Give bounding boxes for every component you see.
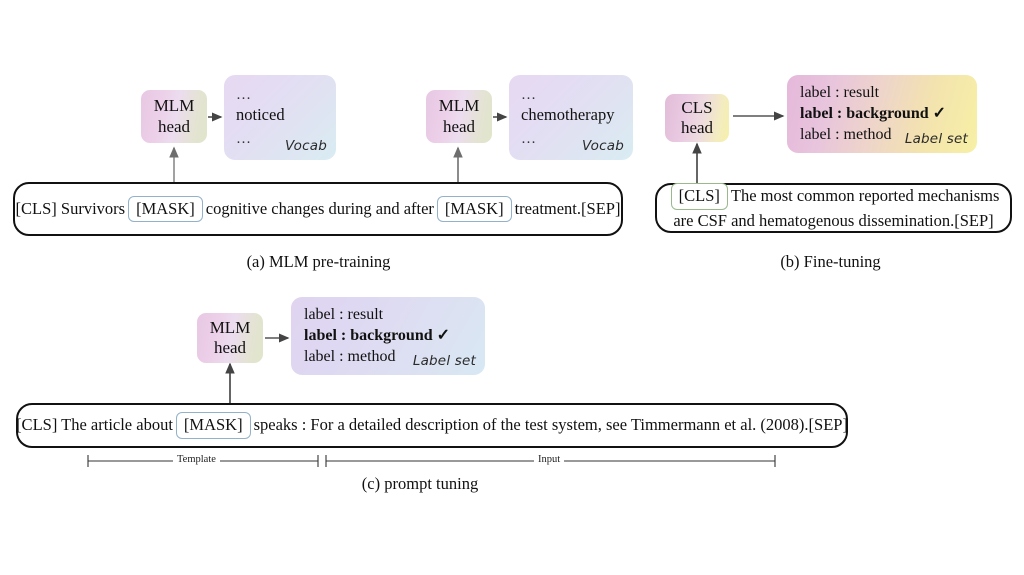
head-line-1: CLS — [681, 97, 713, 117]
label-option-background: label : background ✓ — [800, 105, 947, 122]
panel-b-sentence-text: [CLS]The most common reported mechanisms… — [663, 183, 1005, 232]
vocab-ellipsis-bottom: … — [521, 131, 538, 147]
panel-a-sentence-text: [CLS] Survivors[MASK]cognitive changes d… — [15, 195, 621, 223]
vocab-ellipsis-top: … — [236, 87, 253, 103]
vocab-ellipsis-top: … — [521, 87, 538, 103]
panel-c-sentence-text: [CLS] The article about[MASK]speaks : Fo… — [16, 412, 848, 439]
vocab-word: noticed — [236, 105, 285, 124]
sentence-before: [CLS] The article about — [16, 415, 173, 435]
panel-c-label-set-box: label : result label : background ✓ labe… — [291, 297, 485, 375]
label-option-method: label : method — [304, 348, 396, 365]
head-line-2: head — [680, 118, 714, 137]
panel-a-mlm-head-2: MLM head — [426, 90, 492, 143]
head-line-1: MLM — [153, 96, 195, 116]
panel-b-sentence-box: [CLS]The most common reported mechanisms… — [655, 183, 1012, 233]
panel-a-caption: (a) MLM pre-training — [246, 252, 391, 271]
panel-c-sentence-box: [CLS] The article about[MASK]speaks : Fo… — [16, 403, 848, 448]
panel-c-mlm-head: MLM head — [197, 313, 263, 363]
head-line-2: head — [157, 116, 191, 136]
panel-a-vocab-box-2: … chemotherapy … Vocab — [509, 75, 633, 160]
vocab-tag: Vocab — [582, 138, 624, 154]
label-set-tag: Label set — [412, 353, 476, 369]
bracket-label-input: Input — [534, 454, 565, 465]
sentence-middle: cognitive changes during and after — [205, 198, 434, 218]
label-option-method: label : method — [800, 126, 892, 143]
head-line-1: MLM — [209, 317, 251, 337]
label-option-background: label : background ✓ — [304, 327, 451, 344]
panel-b-caption: (b) Fine-tuning — [780, 252, 881, 271]
bracket-label-template: Template — [173, 454, 220, 465]
head-line-2: head — [442, 116, 476, 136]
head-line-1: MLM — [438, 96, 480, 116]
label-set-tag: Label set — [904, 131, 968, 147]
sentence-after: treatment.[SEP] — [514, 198, 621, 218]
vocab-word: chemotherapy — [521, 105, 615, 124]
panel-a-mlm-head-1: MLM head — [141, 90, 207, 143]
label-option-result: label : result — [304, 306, 384, 323]
mask-token-2[interactable]: [MASK] — [436, 195, 512, 223]
panel-a-vocab-box-1: … noticed … Vocab — [224, 75, 336, 160]
head-line-2: head — [213, 338, 247, 357]
panel-a-sentence-box: [CLS] Survivors[MASK]cognitive changes d… — [13, 182, 623, 236]
sentence-line-1: The most common reported mechanisms are — [673, 186, 1000, 231]
vocab-ellipsis-bottom: … — [236, 131, 253, 147]
panel-b-label-set-box: label : result label : background ✓ labe… — [787, 75, 977, 153]
panel-c-caption: (c) prompt tuning — [361, 474, 479, 493]
panel-b-cls-head: CLS head — [665, 94, 729, 142]
sentence-line-2: CSF and hematogenous dissemination.[SEP] — [697, 211, 994, 231]
sentence-before: [CLS] Survivors — [15, 198, 126, 218]
mask-token[interactable]: [MASK] — [175, 412, 251, 439]
vocab-tag: Vocab — [285, 138, 327, 154]
cls-token[interactable]: [CLS] — [670, 183, 728, 211]
mask-token-1[interactable]: [MASK] — [128, 195, 203, 223]
sentence-after: speaks : For a detailed description of t… — [253, 415, 848, 435]
label-option-result: label : result — [800, 84, 880, 101]
